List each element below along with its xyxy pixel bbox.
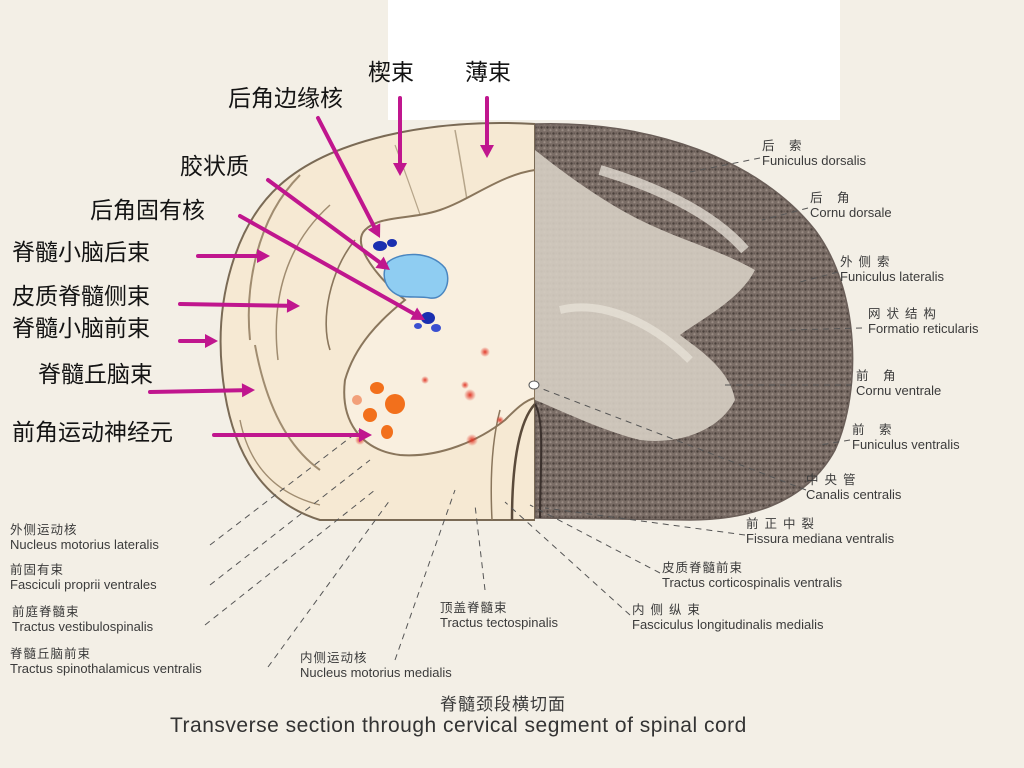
label-motor-neuron: 前角运动神经元 — [12, 420, 173, 446]
arrow-gracile — [480, 96, 494, 158]
upper-background-panel — [388, 0, 840, 120]
label-vestibulospinalis: 前庭脊髓束 Tractus vestibulospinalis — [12, 604, 154, 634]
label-fasciculi-proprii: 前固有束 Fasciculi proprii ventrales — [10, 562, 157, 592]
schematic-half — [219, 122, 535, 521]
nucleus-proprius — [414, 312, 441, 332]
arrow-ant-spinocerebellar — [178, 334, 218, 348]
label-gracile: 薄束 — [465, 60, 511, 86]
label-lateral-corticospinal: 皮质脊髓侧束 — [12, 284, 150, 310]
arrow-post-spinocerebellar — [196, 249, 270, 263]
label-funiculus-lateralis: 外 侧 索 Funiculus lateralis — [840, 254, 945, 284]
pointer-arrows — [148, 96, 494, 442]
bottom-leader-lines — [204, 429, 661, 668]
label-spinothalamicus-ventralis: 脊髓丘脑前束 Tractus spinothalamicus ventralis — [10, 646, 202, 676]
arrow-motor-neuron — [212, 428, 372, 442]
substantia-gelatinosa — [383, 253, 449, 299]
label-nucleus-motorius-medialis: 内侧运动核 Nucleus motorius medialis — [300, 650, 452, 680]
label-posterior-spinocerebellar: 脊髓小脑后束 — [12, 240, 150, 266]
arrow-nucleus-proprius — [238, 214, 425, 320]
label-marginal-nucleus: 后角边缘核 — [228, 86, 343, 112]
right-leader-lines — [539, 157, 863, 536]
label-funiculus-dorsalis: 后 索 Funiculus dorsalis — [762, 138, 867, 168]
label-spinothalamic: 脊髓丘脑束 — [38, 362, 153, 388]
label-canalis-centralis: 中 央 管 Canalis centralis — [806, 472, 902, 502]
label-substantia-gelatinosa: 胶状质 — [180, 154, 249, 180]
label-funiculus-ventralis: 前 索 Funiculus ventralis — [852, 422, 960, 452]
label-longitudinalis-medialis: 内 侧 纵 束 Fasciculus longitudinalis medial… — [632, 602, 824, 632]
arrow-spinothalamic — [148, 383, 255, 398]
label-cornu-ventrale: 前 角 Cornu ventrale — [856, 368, 942, 398]
label-fissura-mediana: 前 正 中 裂 Fissura mediana ventralis — [746, 516, 895, 546]
anterior-horn-motor-neurons — [352, 382, 405, 439]
label-tectospinalis: 顶盖脊髓束 Tractus tectospinalis — [440, 600, 559, 630]
arrow-marginal-nucleus — [316, 116, 381, 238]
label-cuneate: 楔束 — [368, 60, 414, 86]
label-corticospinalis-ventralis: 皮质脊髓前束 Tractus corticospinalis ventralis — [662, 560, 843, 590]
caption-chinese: 脊髓颈段横切面 — [440, 695, 566, 715]
arrow-lat-corticospinal — [178, 298, 300, 313]
label-cornu-dorsale: 后 角 Cornu dorsale — [810, 190, 892, 220]
stained-half — [535, 122, 854, 521]
arrow-substantia-gelatinosa — [266, 178, 390, 270]
label-formatio-reticularis: 网 状 结 构 Formatio reticularis — [868, 306, 979, 336]
caption-english: Transverse section through cervical segm… — [170, 714, 747, 737]
label-nucleus-motorius-lateralis: 外侧运动核 Nucleus motorius lateralis — [10, 522, 159, 552]
label-nucleus-proprius: 后角固有核 — [90, 198, 205, 224]
arrow-cuneate — [393, 96, 407, 176]
marginal-nucleus — [373, 239, 397, 251]
central-canal — [528, 380, 540, 390]
label-anterior-spinocerebellar: 脊髓小脑前束 — [12, 316, 150, 342]
